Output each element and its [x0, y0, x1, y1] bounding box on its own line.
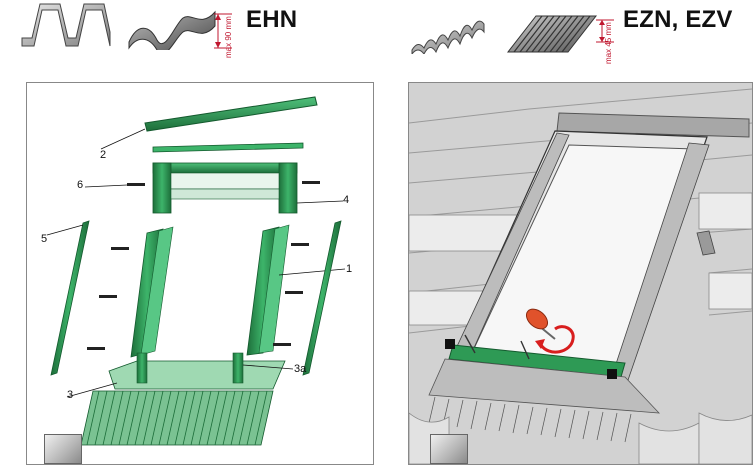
profile-icon-ribbed [506, 12, 598, 54]
callout-3: 3 [67, 389, 74, 401]
callout-4: 4 [343, 194, 350, 206]
edge-strip-right [302, 220, 342, 376]
pleated-apron-lines [428, 396, 632, 443]
callout-2: 2 [100, 149, 107, 161]
callout-5: 5 [41, 233, 48, 245]
frame-top-rail [152, 162, 298, 174]
exploded-view-panel: 2 6 4 5 1 3a 3 [26, 82, 374, 465]
corrugated-sheet-icon [411, 20, 485, 54]
heading-ezn-ezv: EZN, EZV [623, 6, 733, 33]
edge-strip-left [50, 220, 90, 376]
panel-corner-marker-left [44, 434, 82, 464]
pleated-apron-skirt [80, 390, 274, 446]
ribbed-sheet-icon [506, 15, 598, 53]
installation-diagram [409, 83, 752, 464]
flashing-strip [152, 142, 304, 153]
dimension-line-icon [214, 13, 232, 49]
window-top-cover [556, 112, 750, 138]
exploded-flashing-diagram [46, 96, 346, 446]
dimension-text-right: max 45 mm [604, 22, 613, 64]
heading-ehn: EHN [246, 6, 298, 33]
frame-top-right-post [278, 162, 298, 214]
mounting-clips [87, 181, 320, 350]
end-cap-left [445, 339, 455, 349]
screwdriver-icon [525, 308, 556, 340]
rotation-arrow-icon [539, 325, 575, 354]
dimension-marker-left [210, 6, 242, 62]
callout-6: 6 [77, 179, 84, 191]
profile-icon-corrugated [410, 14, 486, 54]
dimension-line-icon [596, 19, 614, 43]
callout-1: 1 [346, 263, 353, 275]
trapezoid-sheet-icon [21, 3, 111, 47]
bottom-apron [108, 360, 286, 390]
installation-view-panel [408, 82, 753, 465]
dimension-text-left: max 90 mm [224, 16, 233, 58]
dimension-marker-right [594, 12, 620, 52]
callout-3a: 3a [294, 363, 307, 375]
flashing-top-cap [144, 96, 318, 132]
end-cap-right [607, 369, 617, 379]
tile-wave-icon [128, 10, 216, 50]
profile-icon-tile-wave [127, 4, 217, 50]
profile-icon-trapezoid [20, 2, 112, 50]
frame-top-left-post [152, 162, 172, 214]
screws [464, 334, 530, 360]
panel-corner-marker-right [430, 434, 468, 464]
